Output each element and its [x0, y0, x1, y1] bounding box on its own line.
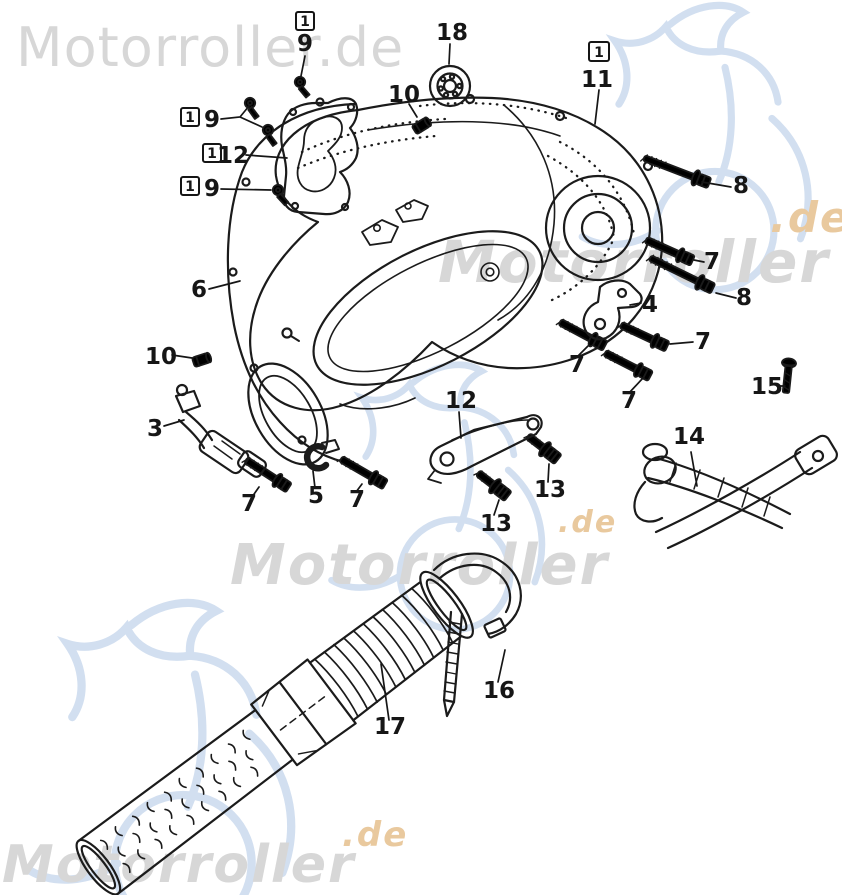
callout-13: 13: [480, 511, 512, 537]
part-17-hose: [75, 570, 474, 895]
callout-18: 18: [436, 20, 468, 46]
callout-4: 4: [642, 292, 658, 318]
leader-lines: [163, 43, 786, 721]
part-18-bearing: [428, 64, 472, 108]
callout-labels: 9 18 10 9 12 9 11 8 7 8 6 4 10 7 7 7 15 …: [145, 20, 783, 740]
part-14-kick-lever: [633, 434, 838, 550]
callout-11: 11: [581, 67, 613, 93]
callout-15: 15: [751, 374, 783, 400]
part-3-lever: [174, 383, 267, 478]
note-marker-box: 1: [588, 41, 610, 62]
part-12-inner-plate: [280, 97, 359, 216]
callout-10: 10: [145, 344, 177, 370]
note-marker-label: 1: [594, 45, 604, 61]
watermark-suffix-middle: .de: [558, 505, 617, 540]
note-marker-box: 1: [180, 107, 200, 127]
part-7-bolt: [614, 316, 672, 355]
stipple-texture: [296, 101, 636, 302]
note-marker-box: 1: [295, 11, 315, 31]
part-7-bolt: [598, 344, 655, 384]
callout-9: 9: [297, 31, 313, 57]
callout-7: 7: [241, 491, 257, 517]
note-marker-box: 1: [202, 143, 222, 163]
watermark-suffix-middle-right: .de: [770, 193, 842, 242]
part-4-bracket: [582, 279, 643, 341]
note-marker-label: 1: [185, 179, 195, 195]
callout-6: 6: [191, 277, 207, 303]
callout-5: 5: [308, 483, 324, 509]
callout-8: 8: [736, 285, 752, 311]
callout-16: 16: [483, 678, 515, 704]
callout-9: 9: [204, 107, 220, 133]
callout-10: 10: [388, 82, 420, 108]
note-marker-label: 1: [300, 14, 310, 30]
watermark-layer: Motorroller.de .de Motorroller .de Motor…: [2, 5, 842, 895]
callout-7: 7: [569, 352, 585, 378]
note-markers: 1 1 1 1 1: [180, 11, 610, 196]
part-13-bolt: [520, 426, 565, 468]
callout-8: 8: [733, 173, 749, 199]
part-9-screw: [268, 182, 294, 208]
part-5-clamp: [303, 439, 340, 472]
callout-9: 9: [204, 176, 220, 202]
part-12-bracket: [427, 414, 543, 484]
callout-14: 14: [673, 424, 705, 450]
callout-3: 3: [147, 416, 163, 442]
callout-12: 12: [445, 388, 477, 414]
gasket-bolt: [281, 327, 300, 342]
watermark-text-bottom: Motorroller: [2, 835, 357, 895]
note-marker-label: 1: [207, 146, 217, 162]
callout-7: 7: [349, 487, 365, 513]
watermark-text-middle: Motorroller: [230, 533, 611, 598]
callout-13: 13: [534, 477, 566, 503]
diagram-artwork: [75, 64, 838, 895]
part-9-screw: [239, 95, 266, 122]
watermark-text-middle-right: Motorroller: [438, 228, 831, 296]
part-10-dowel: [190, 350, 214, 369]
watermark-suffix-bottom: .de: [342, 815, 408, 855]
callout-7: 7: [704, 249, 720, 275]
callout-7: 7: [695, 329, 711, 355]
part-10-dowel: [410, 115, 434, 136]
callout-7: 7: [621, 388, 637, 414]
note-marker-label: 1: [185, 110, 195, 126]
part-16-cable-tie: [432, 552, 522, 718]
part-11-crankcase-cover: [247, 93, 664, 466]
callout-17: 17: [374, 714, 406, 740]
callout-12: 12: [217, 143, 249, 169]
note-marker-box: 1: [180, 176, 200, 196]
watermark-text-top-left: Motorroller.de: [16, 16, 404, 79]
part-7-bolt: [553, 313, 610, 354]
